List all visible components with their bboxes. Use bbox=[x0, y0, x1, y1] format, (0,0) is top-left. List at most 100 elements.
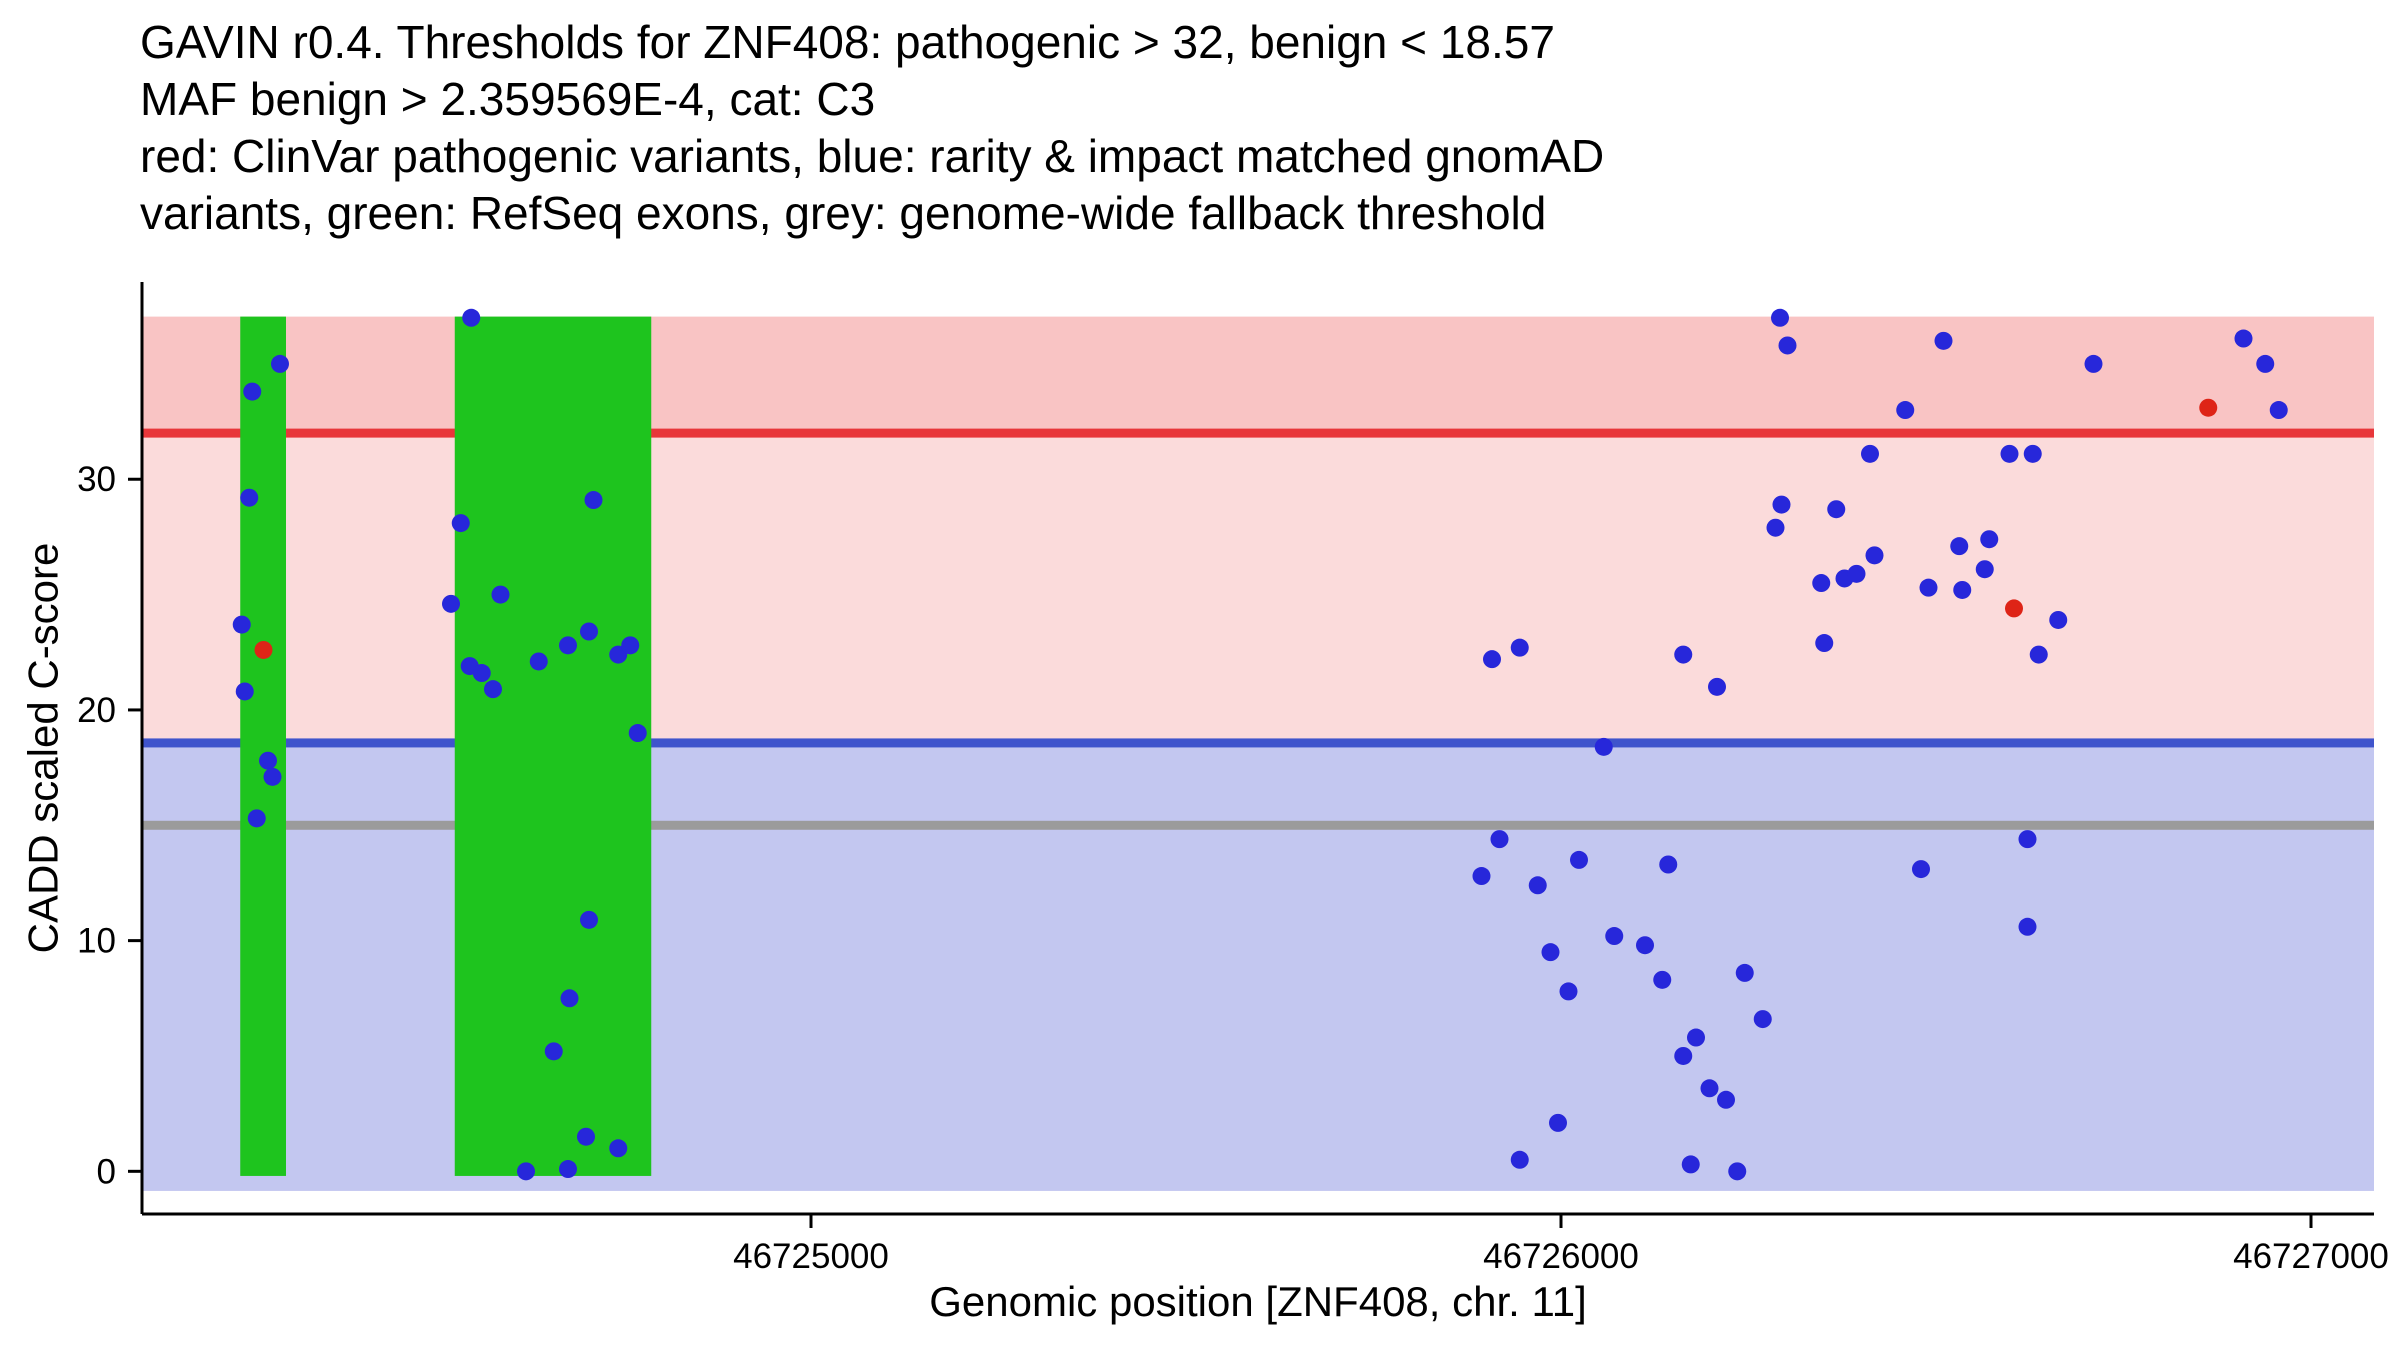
title-line-4: variants, green: RefSeq exons, grey: gen… bbox=[140, 187, 1547, 239]
data-point-gnomad bbox=[560, 989, 579, 1008]
threshold-line-fallback bbox=[142, 820, 2374, 830]
y-axis-title-wrap: CADD scaled C-score bbox=[6, 282, 80, 1214]
data-point-gnomad bbox=[559, 636, 577, 655]
data-point-gnomad bbox=[491, 585, 510, 604]
data-point-gnomad bbox=[1753, 1010, 1772, 1029]
data-point-gnomad bbox=[2018, 830, 2037, 849]
title-line-3: red: ClinVar pathogenic variants, blue: … bbox=[140, 130, 1605, 182]
threshold-line-pathogenic bbox=[142, 428, 2374, 438]
data-point-gnomad bbox=[2018, 917, 2037, 936]
data-point-gnomad bbox=[1483, 650, 1501, 669]
data-point-gnomad bbox=[1771, 308, 1789, 327]
data-point-gnomad bbox=[1861, 444, 1879, 463]
data-point-gnomad bbox=[1728, 1162, 1747, 1181]
data-point-gnomad bbox=[1528, 876, 1547, 895]
x-tick-label: 46726000 bbox=[1483, 1237, 1639, 1276]
data-point-gnomad bbox=[1717, 1090, 1735, 1109]
x-tick-label: 46725000 bbox=[733, 1237, 889, 1276]
data-point-gnomad bbox=[1472, 867, 1491, 886]
data-point-gnomad bbox=[1812, 574, 1831, 593]
data-point-gnomad bbox=[232, 615, 251, 634]
data-point-gnomad bbox=[2269, 401, 2288, 420]
data-point-gnomad bbox=[1674, 1046, 1693, 1065]
data-point-gnomad bbox=[1541, 943, 1560, 962]
data-point-gnomad bbox=[1687, 1028, 1705, 1047]
data-point-gnomad bbox=[472, 664, 491, 683]
data-point-gnomad bbox=[621, 636, 640, 655]
data-point-gnomad bbox=[580, 910, 598, 929]
title-line-2: MAF benign > 2.359569E-4, cat: C3 bbox=[140, 73, 876, 125]
data-point-clinvar bbox=[2199, 398, 2218, 417]
title-line-1: GAVIN r0.4. Thresholds for ZNF408: patho… bbox=[140, 16, 1555, 68]
data-point-gnomad bbox=[1953, 580, 1972, 599]
data-point-gnomad bbox=[1510, 1150, 1529, 1169]
data-point-gnomad bbox=[235, 682, 254, 701]
data-point-gnomad bbox=[544, 1042, 563, 1061]
data-point-gnomad bbox=[584, 491, 603, 510]
data-point-gnomad bbox=[243, 382, 262, 401]
data-point-gnomad bbox=[484, 680, 502, 699]
data-point-gnomad bbox=[2049, 610, 2068, 629]
data-point-gnomad bbox=[1950, 537, 1969, 556]
y-axis-title: CADD scaled C-score bbox=[19, 542, 66, 954]
data-point-gnomad bbox=[259, 751, 277, 770]
data-point-gnomad bbox=[1896, 401, 1915, 420]
data-point-gnomad bbox=[1919, 578, 1938, 597]
data-point-gnomad bbox=[1815, 634, 1834, 653]
data-point-gnomad bbox=[1980, 530, 1999, 549]
y-tick-label: 10 bbox=[77, 922, 116, 961]
data-point-gnomad bbox=[529, 652, 548, 671]
data-point-gnomad bbox=[451, 514, 470, 533]
data-point-clinvar bbox=[254, 640, 273, 659]
exon-band-1 bbox=[240, 316, 286, 1176]
y-tick-label: 0 bbox=[97, 1152, 116, 1191]
data-point-gnomad bbox=[240, 488, 259, 507]
data-point-gnomad bbox=[1975, 560, 1994, 579]
data-point-gnomad bbox=[1700, 1079, 1719, 1098]
data-point-gnomad bbox=[1865, 546, 1884, 565]
data-point-gnomad bbox=[2084, 354, 2103, 373]
data-point-gnomad bbox=[263, 767, 282, 786]
data-point-gnomad bbox=[2029, 645, 2048, 664]
y-tick-label: 30 bbox=[77, 460, 116, 499]
data-point-gnomad bbox=[1510, 638, 1529, 657]
data-point-gnomad bbox=[628, 724, 647, 743]
data-point-gnomad bbox=[2256, 354, 2275, 373]
data-point-gnomad bbox=[1674, 645, 1693, 664]
data-point-clinvar bbox=[2005, 599, 2023, 618]
data-point-gnomad bbox=[517, 1162, 535, 1181]
data-point-gnomad bbox=[1549, 1113, 1567, 1132]
data-point-gnomad bbox=[609, 1139, 628, 1158]
data-point-gnomad bbox=[580, 622, 598, 641]
data-point-gnomad bbox=[1636, 936, 1654, 955]
exon-band-2 bbox=[454, 316, 652, 1176]
data-point-gnomad bbox=[1847, 564, 1866, 583]
plot-title: GAVIN r0.4. Thresholds for ZNF408: patho… bbox=[140, 14, 1604, 242]
data-point-gnomad bbox=[1827, 500, 1846, 519]
data-point-gnomad bbox=[1681, 1155, 1700, 1174]
data-point-gnomad bbox=[1559, 982, 1578, 1001]
data-point-gnomad bbox=[462, 308, 481, 327]
data-point-gnomad bbox=[1570, 850, 1588, 869]
data-point-gnomad bbox=[271, 354, 289, 373]
data-point-gnomad bbox=[1659, 855, 1678, 874]
data-point-gnomad bbox=[1653, 970, 1672, 989]
x-tick-label: 46727000 bbox=[2233, 1237, 2389, 1276]
data-point-gnomad bbox=[1766, 518, 1785, 537]
data-point-gnomad bbox=[442, 594, 460, 613]
data-point-gnomad bbox=[2234, 329, 2253, 348]
y-tick-label: 20 bbox=[77, 691, 116, 730]
data-point-gnomad bbox=[1490, 830, 1509, 849]
data-point-gnomad bbox=[1934, 331, 1953, 350]
data-point-gnomad bbox=[559, 1160, 577, 1179]
data-point-gnomad bbox=[1594, 737, 1613, 756]
data-point-gnomad bbox=[247, 809, 266, 828]
data-point-gnomad bbox=[2023, 444, 2042, 463]
x-axis-title: Genomic position [ZNF408, chr. 11] bbox=[929, 1278, 1587, 1325]
data-point-gnomad bbox=[1735, 963, 1754, 982]
data-point-gnomad bbox=[1772, 495, 1791, 514]
data-point-gnomad bbox=[1605, 927, 1624, 946]
data-point-gnomad bbox=[1778, 336, 1797, 355]
